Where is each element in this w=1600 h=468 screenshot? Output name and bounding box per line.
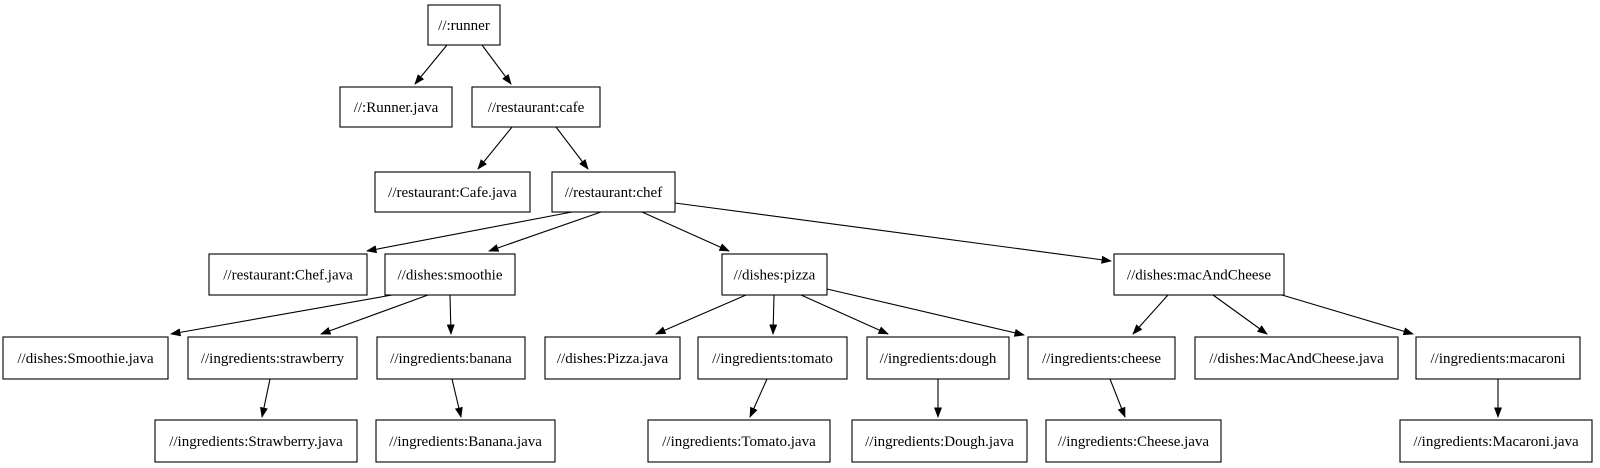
node-label-dough: //ingredients:dough — [880, 351, 997, 367]
edge-strawberry-to-strawberry-java — [260, 378, 271, 418]
node-label-banana: //ingredients:banana — [390, 351, 512, 367]
edge-pizza-to-tomato — [769, 294, 778, 335]
node-label-runner-java: //:Runner.java — [354, 100, 439, 116]
node-box-runner-java — [339, 86, 453, 128]
node-box-strawberry-java — [154, 419, 358, 463]
node-box-smoothie — [384, 253, 516, 296]
node-label-macaroni-java: //ingredients:Macaroni.java — [1413, 434, 1579, 450]
edge-mac-and-cheese-to-macaroni — [1281, 294, 1414, 336]
edge-pizza-to-cheese — [826, 288, 1025, 337]
node-box-pizza — [721, 253, 828, 296]
graph-node-mac-and-cheese-java: //dishes:MacAndCheese.java — [1194, 336, 1399, 380]
edge-runner-to-cafe — [481, 44, 512, 85]
graph-node-pizza: //dishes:pizza — [721, 253, 828, 296]
node-box-dough-java — [851, 419, 1028, 463]
graph-node-cafe: //restaurant:cafe — [471, 86, 601, 128]
graph-node-strawberry-java: //ingredients:Strawberry.java — [154, 419, 358, 463]
node-box-tomato-java — [647, 419, 831, 463]
edge-chef-to-mac-and-cheese — [674, 202, 1112, 264]
graph-node-macaroni: //ingredients:macaroni — [1415, 336, 1581, 380]
node-label-pizza-java: //dishes:Pizza.java — [557, 351, 669, 367]
node-box-macaroni-java — [1399, 419, 1593, 463]
node-label-strawberry: //ingredients:strawberry — [201, 351, 345, 367]
edge-smoothie-to-banana — [446, 294, 455, 335]
graph-node-mac-and-cheese: //dishes:macAndCheese — [1113, 253, 1285, 296]
edge-chef-to-chef-java — [366, 211, 573, 254]
node-box-banana — [376, 336, 526, 380]
edge-mac-and-cheese-to-mac-and-cheese-java — [1212, 294, 1268, 335]
graph-node-cheese-java: //ingredients:Cheese.java — [1045, 419, 1222, 463]
node-box-runner — [427, 4, 501, 46]
graph-node-chef-java: //restaurant:Chef.java — [208, 253, 368, 296]
edge-cheese-to-cheese-java — [1109, 378, 1126, 418]
node-label-pizza: //dishes:pizza — [734, 268, 816, 284]
node-label-tomato: //ingredients:tomato — [712, 351, 833, 367]
node-box-strawberry — [187, 336, 358, 380]
node-box-cheese-java — [1045, 419, 1222, 463]
edge-cafe-to-chef — [555, 126, 589, 170]
edge-smoothie-to-smoothie-java — [170, 294, 393, 337]
edge-pizza-to-dough — [800, 294, 889, 335]
node-box-cheese — [1027, 336, 1176, 380]
graph-node-smoothie-java: //dishes:Smoothie.java — [2, 336, 169, 380]
node-box-cafe-java — [374, 171, 531, 213]
node-box-mac-and-cheese-java — [1194, 336, 1399, 380]
graph-node-macaroni-java: //ingredients:Macaroni.java — [1399, 419, 1593, 463]
graph-node-tomato: //ingredients:tomato — [697, 336, 848, 380]
nodes-layer: //:runner //:Runner.java //restaurant:cafe… — [2, 4, 1593, 463]
edges-layer — [170, 44, 1502, 418]
graph-node-cheese: //ingredients:cheese — [1027, 336, 1176, 380]
node-label-tomato-java: //ingredients:Tomato.java — [662, 434, 816, 450]
node-label-mac-and-cheese: //dishes:macAndCheese — [1127, 268, 1271, 284]
node-label-chef: //restaurant:chef — [565, 185, 662, 201]
node-label-cheese-java: //ingredients:Cheese.java — [1058, 434, 1210, 450]
node-box-macaroni — [1415, 336, 1581, 380]
graph-node-banana-java: //ingredients:Banana.java — [375, 419, 556, 463]
node-label-strawberry-java: //ingredients:Strawberry.java — [169, 434, 343, 450]
node-label-banana-java: //ingredients:Banana.java — [389, 434, 542, 450]
node-label-chef-java: //restaurant:Chef.java — [223, 268, 353, 284]
graph-node-runner: //:runner — [427, 4, 501, 46]
node-label-cafe-java: //restaurant:Cafe.java — [388, 185, 517, 201]
graph-node-banana: //ingredients:banana — [376, 336, 526, 380]
node-box-smoothie-java — [2, 336, 169, 380]
node-box-banana-java — [375, 419, 556, 463]
node-label-cheese: //ingredients:cheese — [1042, 351, 1161, 367]
graph-node-tomato-java: //ingredients:Tomato.java — [647, 419, 831, 463]
edge-runner-to-runner-java — [414, 44, 448, 85]
node-box-chef-java — [208, 253, 368, 296]
node-label-dough-java: //ingredients:Dough.java — [865, 434, 1014, 450]
edge-chef-to-pizza — [641, 211, 730, 252]
edge-tomato-to-tomato-java — [749, 378, 768, 418]
node-label-smoothie: //dishes:smoothie — [398, 268, 503, 284]
graph-node-smoothie: //dishes:smoothie — [384, 253, 516, 296]
graph-node-dough: //ingredients:dough — [866, 336, 1010, 380]
node-box-chef — [551, 171, 676, 213]
graph-node-dough-java: //ingredients:Dough.java — [851, 419, 1028, 463]
edge-cafe-to-cafe-java — [477, 126, 513, 170]
edge-mac-and-cheese-to-cheese — [1132, 294, 1169, 335]
node-box-mac-and-cheese — [1113, 253, 1285, 296]
edge-smoothie-to-strawberry — [320, 294, 429, 335]
edge-pizza-to-pizza-java — [655, 294, 747, 335]
node-box-tomato — [697, 336, 848, 380]
graph-node-strawberry: //ingredients:strawberry — [187, 336, 358, 380]
edge-banana-to-banana-java — [451, 378, 463, 418]
node-label-cafe: //restaurant:cafe — [488, 100, 585, 116]
node-label-runner: //:runner — [438, 18, 490, 34]
graph-node-chef: //restaurant:chef — [551, 171, 676, 213]
node-label-mac-and-cheese-java: //dishes:MacAndCheese.java — [1209, 351, 1384, 367]
graph-node-runner-java: //:Runner.java — [339, 86, 453, 128]
node-label-smoothie-java: //dishes:Smoothie.java — [17, 351, 154, 367]
graph-node-pizza-java: //dishes:Pizza.java — [544, 336, 681, 380]
node-label-macaroni: //ingredients:macaroni — [1431, 351, 1566, 367]
graph-node-cafe-java: //restaurant:Cafe.java — [374, 171, 531, 213]
edge-chef-to-smoothie — [488, 211, 602, 252]
node-box-pizza-java — [544, 336, 681, 380]
node-box-dough — [866, 336, 1010, 380]
node-box-cafe — [471, 86, 601, 128]
